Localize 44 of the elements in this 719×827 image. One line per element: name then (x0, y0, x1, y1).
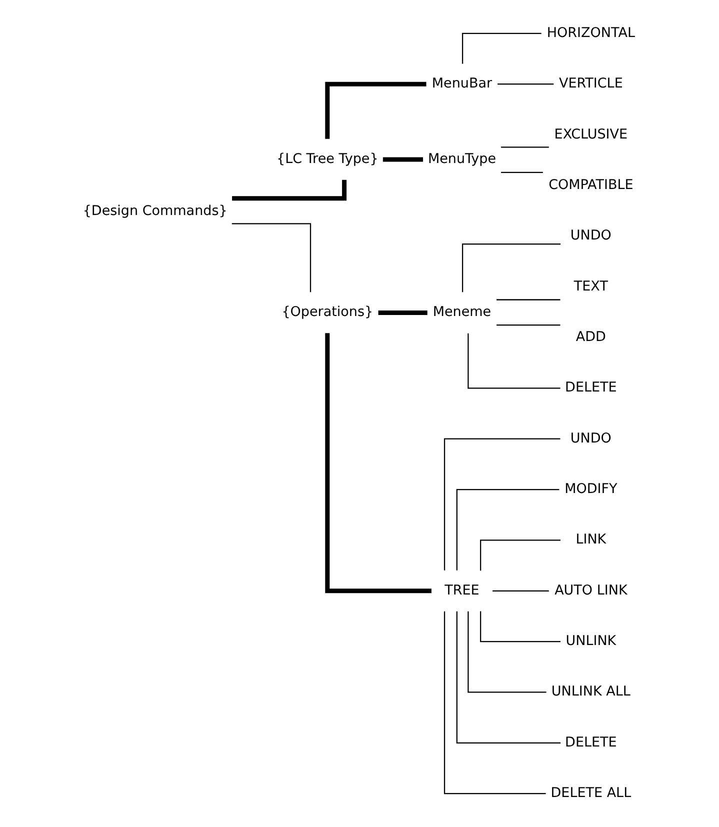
node-text: AUTO LINK (554, 582, 628, 598)
node-text: EXCLUSIVE (554, 126, 628, 142)
connector (498, 84, 554, 85)
connector (480, 540, 560, 571)
connector (382, 157, 424, 162)
node-text: TREE (444, 582, 480, 598)
node-text: LINK (576, 532, 606, 548)
node-text: UNDO (570, 430, 612, 446)
connector (444, 611, 546, 794)
connector (468, 333, 560, 389)
node-text: {Operations} (282, 304, 374, 320)
connector (325, 82, 426, 139)
connector (462, 32, 542, 64)
node-text: UNLINK ALL (551, 684, 630, 700)
connector (496, 324, 560, 326)
node-text: {LC Tree Type} (276, 151, 378, 168)
node-text: HORIZONTAL (546, 24, 635, 41)
node-text: MenuType (428, 151, 496, 168)
node-text: Meneme (432, 304, 492, 320)
connector (232, 223, 312, 292)
node-text: UNLINK (566, 633, 616, 650)
node-text: TEXT (574, 278, 608, 294)
connector (456, 488, 560, 570)
connector (456, 611, 561, 744)
node-text: ADD (576, 328, 606, 345)
connector (480, 611, 560, 642)
connector (462, 243, 560, 292)
connector (378, 310, 428, 315)
node-text: {Design Commands} (82, 202, 228, 219)
connector (492, 590, 549, 592)
node-text: MenuBar (432, 76, 492, 92)
connector (501, 146, 549, 148)
connector (468, 611, 546, 693)
connector (325, 333, 432, 594)
node-text: DELETE (565, 734, 617, 750)
node-text: COMPATIBLE (548, 176, 634, 193)
connector (501, 172, 543, 174)
node-text: MODIFY (564, 481, 618, 498)
node-text: DELETE ALL (550, 785, 632, 802)
node-text: DELETE (565, 380, 617, 396)
node-text: VERTICLE (559, 76, 623, 92)
connector (496, 299, 560, 300)
connector (444, 438, 560, 570)
node-text: UNDO (570, 228, 612, 244)
